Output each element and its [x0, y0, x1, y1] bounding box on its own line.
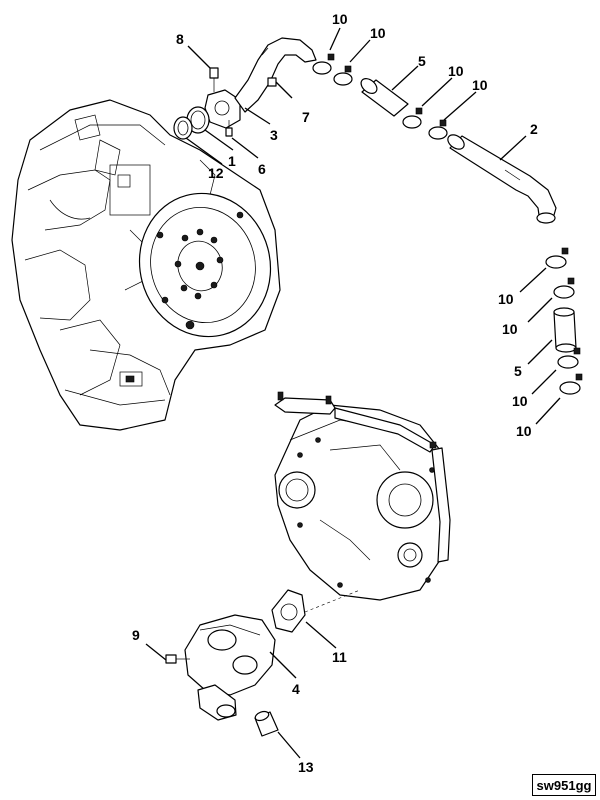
callout-numbers: 1 2 3 4 5 5 6 7 8 9 10 10 10 10 10 10 10… [132, 11, 538, 775]
clamp-10d [428, 119, 448, 140]
thermostat-housing-3 [204, 37, 317, 129]
callout-10-d: 10 [472, 77, 488, 93]
callout-7: 7 [302, 109, 310, 125]
callout-4: 4 [292, 681, 300, 697]
sleeve-13 [254, 710, 279, 737]
callout-9: 9 [132, 627, 140, 643]
callout-10-e: 10 [498, 291, 514, 307]
callout-2: 2 [530, 121, 538, 137]
gear-cover-assembly [274, 391, 451, 601]
callout-12: 12 [208, 165, 224, 181]
clamp-10h [559, 373, 583, 395]
clamp-10a [312, 53, 335, 75]
callout-3: 3 [270, 127, 278, 143]
callout-13: 13 [298, 759, 314, 775]
callout-1: 1 [228, 153, 236, 169]
bolt-9 [165, 654, 190, 664]
clamp-10e [545, 247, 569, 269]
callout-8: 8 [176, 31, 184, 47]
clamp-10b [333, 65, 353, 86]
callout-5-lower: 5 [514, 363, 522, 379]
leader-lines [145, 27, 561, 759]
callout-5-upper: 5 [418, 53, 426, 69]
plug-6 [225, 120, 233, 137]
gasket-11 [271, 589, 306, 633]
drawing-reference-code: sw951gg [532, 774, 596, 796]
callout-10-c: 10 [448, 63, 464, 79]
clamp-10g [557, 347, 581, 369]
callout-10-b: 10 [370, 25, 386, 41]
hose-5-lower [553, 307, 577, 353]
callout-10-g: 10 [512, 393, 528, 409]
callout-10-h: 10 [516, 423, 532, 439]
callout-10-f: 10 [502, 321, 518, 337]
callout-6: 6 [258, 161, 266, 177]
engine-block [11, 99, 281, 431]
hose-2 [447, 134, 557, 224]
flywheel-bolts [174, 228, 224, 300]
callout-11: 11 [332, 649, 347, 665]
sensor-7 [267, 77, 277, 87]
hose-5-upper [360, 78, 409, 117]
clamp-10f [553, 277, 575, 299]
gasket-12 [173, 116, 193, 140]
inlet-connection-4 [184, 614, 276, 721]
callout-10-a: 10 [332, 11, 348, 27]
bolt-8 [209, 67, 219, 92]
clamp-10c [402, 107, 423, 129]
